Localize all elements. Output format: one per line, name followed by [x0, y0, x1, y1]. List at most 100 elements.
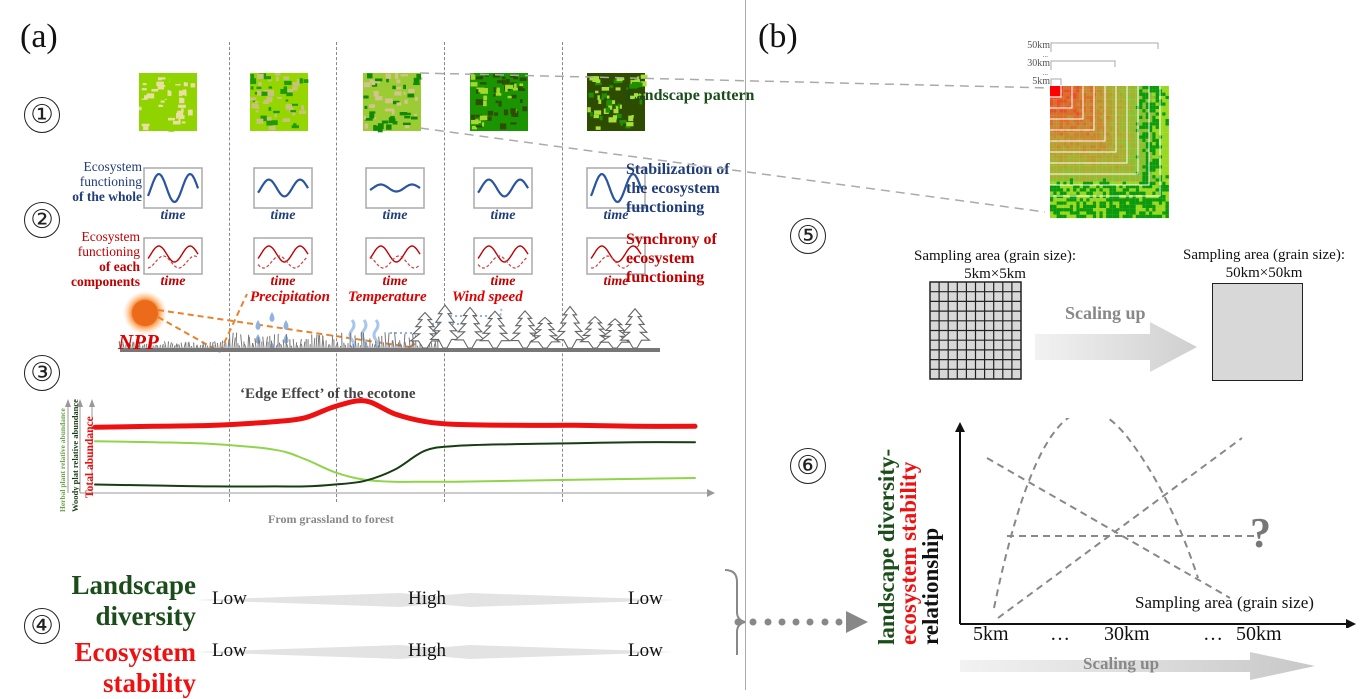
- stability-level-low-right: Low: [628, 640, 663, 661]
- ecosystem-stability-label: Ecosystem stability: [50, 637, 196, 699]
- stabilization-line: Stabilization of: [626, 161, 730, 178]
- nested-sample-boundary: [1050, 86, 1106, 142]
- time-axis-label: time: [160, 274, 186, 289]
- nested-sample-boundary: [1050, 86, 1073, 109]
- component-curve-solid: [477, 245, 529, 263]
- scale-label-50km: 50km: [1027, 40, 1050, 51]
- ground-line: [120, 348, 660, 352]
- landscape-diversity-line: diversity: [95, 601, 197, 631]
- stability-level-low-left: Low: [212, 640, 247, 661]
- whole-functioning-plot: [143, 167, 203, 209]
- stabilization-line: functioning: [626, 199, 705, 216]
- nested-sample-boundary: [1050, 86, 1117, 153]
- series-line-woody-plat-relative-abundance: [94, 441, 696, 488]
- landscape-diversity-label: Landscape diversity: [50, 570, 196, 632]
- synchrony-line: Synchrony of: [626, 231, 717, 248]
- ylabel-total: Total abundance: [84, 416, 96, 498]
- nested-sample-boundary: [1050, 86, 1095, 131]
- scaling-up-bottom-arrow: [960, 652, 1315, 680]
- time-axis-label: time: [270, 208, 296, 223]
- arrow-head-icon: [846, 611, 868, 633]
- component-curve-solid: [257, 245, 309, 263]
- ylabel-herbal: Herbal plant relative abundance: [58, 408, 67, 512]
- bracket-30km: [1050, 60, 1116, 70]
- step-3-marker: ③: [24, 355, 60, 391]
- relationship-ylabel: landscape diversity- ecosystem stability…: [874, 448, 943, 645]
- series-line-total-abundance: [92, 398, 698, 430]
- components-functioning-plot: [143, 237, 203, 275]
- components-label-line: components: [70, 274, 140, 289]
- diversity-gradient-bar: [195, 593, 675, 607]
- components-label-line: of each: [99, 259, 140, 274]
- nested-sample-boundary: [1050, 86, 1128, 164]
- whole-functioning-curve: [589, 172, 643, 204]
- components-functioning-label: Ecosystem functioning of each components: [30, 229, 140, 289]
- nested-sample-boundary: [1050, 86, 1139, 175]
- gradient-bars: [195, 593, 675, 659]
- sampling-small-label: Sampling area (grain size): 5km×5km: [880, 247, 1110, 283]
- whole-label-line: functioning: [79, 174, 142, 189]
- landscape-tile-forest-edge: [470, 73, 528, 131]
- curly-brace-icon: [724, 569, 746, 655]
- whole-label-line: of the whole: [72, 189, 142, 204]
- y-axis-arrow-icon: [89, 399, 95, 407]
- npp-label: NPP: [118, 330, 159, 354]
- landscape-pattern-label: Landscape pattern: [626, 86, 754, 105]
- tick-50km: 50km: [1236, 623, 1282, 645]
- time-axis-label: time: [270, 274, 296, 289]
- components-label-line: functioning: [77, 244, 140, 259]
- series-line-herbal-plant-relative-abundance: [94, 440, 696, 483]
- brace-connector: [724, 569, 868, 655]
- hypothesis-hump-shaped: [993, 418, 1199, 609]
- functioning-mini-plots: [143, 167, 646, 275]
- landscape-tile-ecotone: [363, 73, 423, 133]
- whole-functioning-curve: [257, 178, 309, 198]
- ylabel-ecosystem-stability: ecosystem stability: [896, 461, 921, 645]
- nested-sample-boundary: [1050, 86, 1062, 98]
- sampling-map: [1050, 86, 1169, 219]
- sampling-large-size: 50km×50km: [1225, 265, 1303, 281]
- components-functioning-plot: [473, 237, 533, 275]
- scale-label-30km: 30km: [1027, 58, 1050, 69]
- component-curve-dashed: [257, 255, 309, 269]
- step-4-marker: ④: [24, 608, 60, 644]
- time-axis-label: time: [382, 274, 408, 289]
- zoom-line-top: [419, 72, 1051, 89]
- stabilization-line: the ecosystem: [626, 180, 720, 197]
- scale-ellipsis: ...: [1042, 69, 1048, 77]
- whole-functioning-curve: [146, 172, 200, 204]
- grass-illustration: [118, 332, 439, 349]
- smallest-sample-cell: [1050, 86, 1060, 96]
- landscape-tile-forest: [587, 73, 648, 131]
- dotted-arrow: [734, 611, 868, 633]
- tick-ellipsis: …: [1050, 623, 1070, 645]
- panel-divider: [745, 0, 746, 690]
- ylabel-landscape-diversity: landscape diversity-: [874, 448, 899, 645]
- fine-grain-grid: [929, 281, 1022, 380]
- x-axis-arrow-icon: [707, 489, 715, 497]
- bracket-5km: [1050, 78, 1062, 88]
- column-divider: [336, 42, 337, 502]
- scaling-up-arrow: [1035, 322, 1197, 372]
- hypothesis-decreasing: [986, 457, 1231, 599]
- column-divider: [229, 42, 230, 502]
- edge-effect-xlabel: From grassland to forest: [268, 512, 394, 526]
- coarse-grain-square: [1212, 283, 1303, 381]
- synchrony-line: functioning: [626, 269, 705, 286]
- zoom-line-bottom: [419, 127, 1046, 213]
- bracket-50km: [1050, 42, 1159, 52]
- whole-functioning-curve: [369, 183, 421, 193]
- landscape-pattern-text: Landscape pattern: [626, 87, 755, 104]
- panel-b-label: (b): [758, 18, 798, 55]
- component-curve-dashed: [369, 255, 421, 269]
- ylabel-relationship: relationship: [918, 527, 943, 645]
- scale-label-5km: 5km: [1032, 76, 1050, 87]
- whole-functioning-plot: [473, 167, 533, 209]
- sampling-small-title: Sampling area (grain size):: [913, 248, 1077, 264]
- stability-level-high: High: [408, 640, 446, 661]
- time-axis-label: time: [490, 274, 516, 289]
- time-axis-label: time: [603, 208, 629, 223]
- panel-a-label: (a): [20, 18, 58, 55]
- components-functioning-plot: [253, 237, 313, 275]
- ecosystem-stability-line: Ecosystem: [74, 637, 196, 667]
